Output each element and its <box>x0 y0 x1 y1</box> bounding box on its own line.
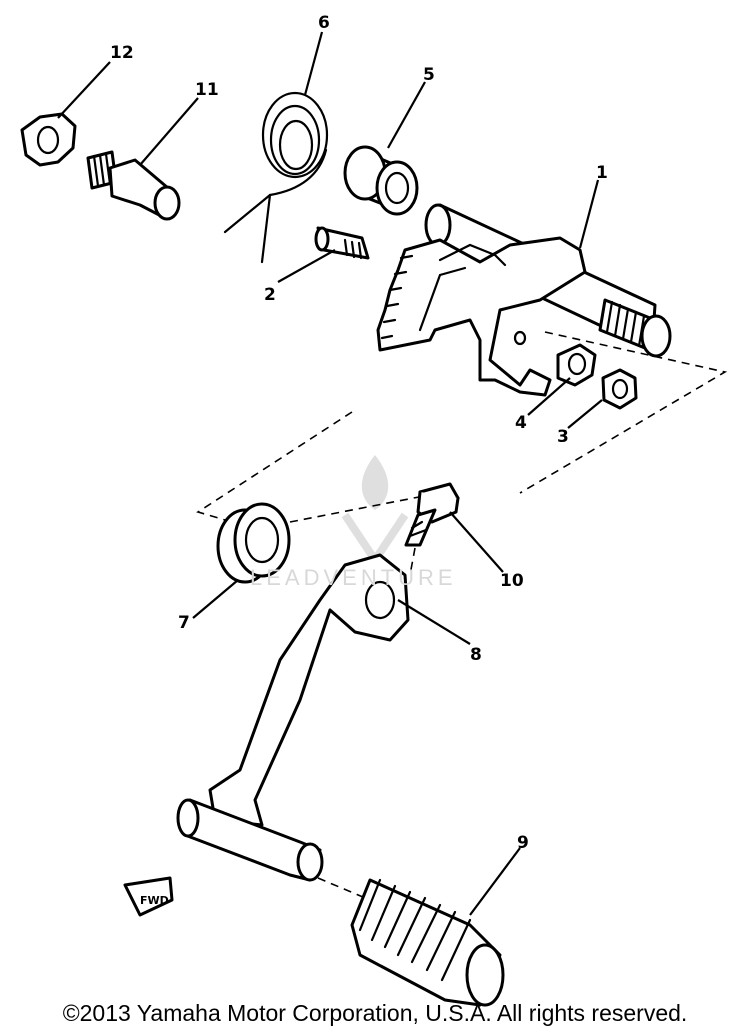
part-4-washer <box>556 343 597 387</box>
callout-5: 5 <box>423 65 435 85</box>
callout-10: 10 <box>500 571 524 591</box>
callout-1: 1 <box>596 163 608 183</box>
fwd-arrow-icon: FWD <box>123 876 174 917</box>
callout-numbers: 12 11 6 5 1 2 4 3 7 10 8 9 <box>110 13 608 853</box>
copyright-notice: ©2013 Yamaha Motor Corporation, U.S.A. A… <box>62 1000 688 1026</box>
callout-7: 7 <box>178 613 190 633</box>
callout-3: 3 <box>557 427 569 447</box>
callout-2: 2 <box>264 285 276 305</box>
fwd-label: FWD <box>140 894 169 907</box>
callout-11: 11 <box>195 80 219 100</box>
part-3-nut <box>601 368 638 410</box>
part-8-kick-crank <box>176 553 410 882</box>
callout-9: 9 <box>517 833 529 853</box>
callout-4: 4 <box>515 413 527 433</box>
part-6-torsion-spring <box>223 91 329 264</box>
part-12-washer <box>20 112 77 167</box>
leader-lines <box>57 31 603 916</box>
part-5-collar <box>343 145 419 216</box>
part-2-pin <box>314 226 370 260</box>
part-10-bolt <box>404 482 460 547</box>
part-11-threaded-pin <box>86 150 181 221</box>
part-1-shaft-assembly <box>376 203 672 397</box>
callout-6: 6 <box>318 13 330 33</box>
callout-8: 8 <box>470 645 482 665</box>
watermark-text: LEADVENTURE <box>250 565 457 590</box>
watermark-logo <box>341 455 409 568</box>
part-9-pedal-rubber <box>350 878 505 1007</box>
assembly-guide-lines <box>196 331 728 901</box>
part-7-oil-seal <box>216 502 291 584</box>
callout-12: 12 <box>110 43 134 63</box>
